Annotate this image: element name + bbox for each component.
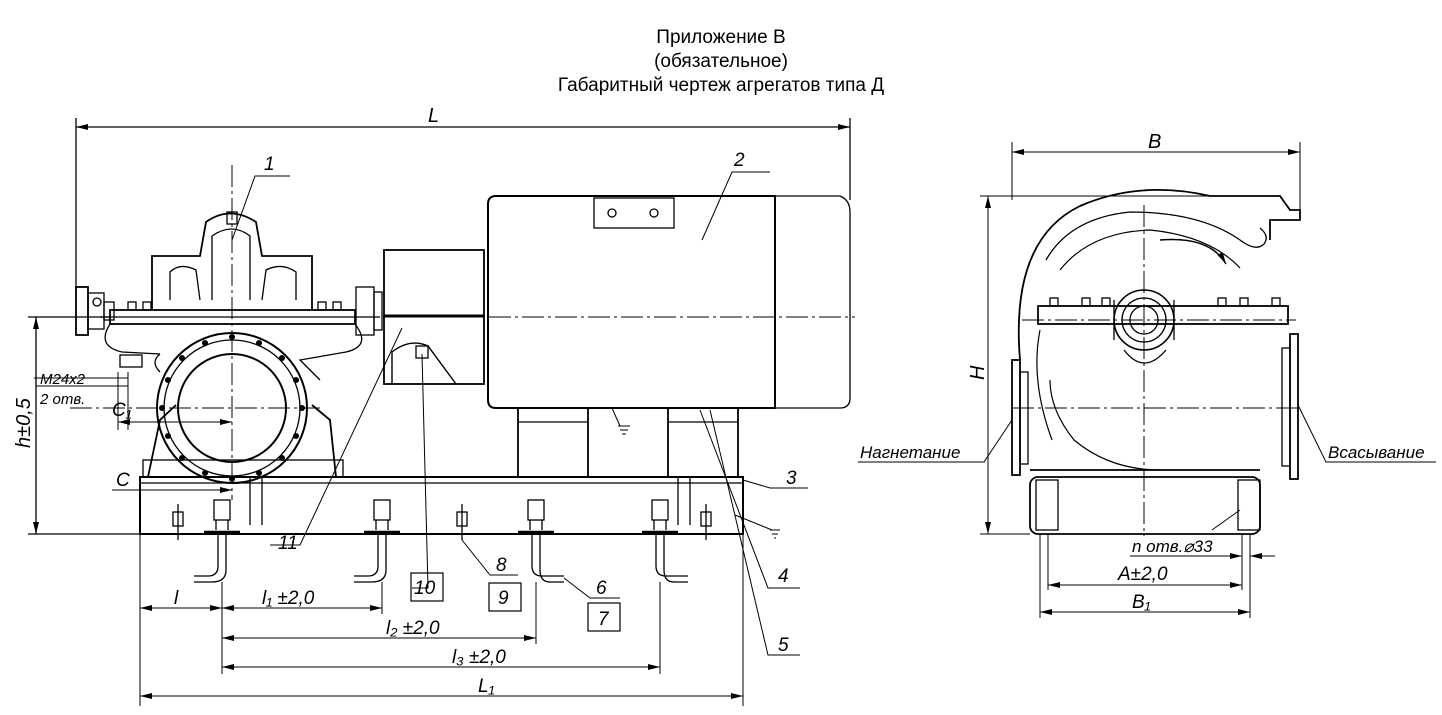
dim-label-C1: C₁ <box>112 400 132 421</box>
side-view <box>858 142 1436 618</box>
position-9: 9 <box>498 588 509 609</box>
position-11: 11 <box>278 533 298 554</box>
dim-h <box>28 316 140 535</box>
dim-label-l1: l₁ ±2,0 <box>262 588 315 609</box>
position-5: 5 <box>778 635 789 656</box>
title-line-2: (обязательное) <box>654 51 788 72</box>
dim-label-C: C <box>116 470 130 491</box>
front-view <box>28 118 855 706</box>
dim-label-l3: l₃ ±2,0 <box>452 647 506 668</box>
dim-L <box>75 118 851 290</box>
position-4: 4 <box>778 566 789 587</box>
leaders <box>34 171 808 656</box>
title-line-1: Приложение В <box>656 27 786 48</box>
motor <box>487 195 851 478</box>
position-3: 3 <box>786 468 797 489</box>
dim-label-l: l <box>174 588 179 609</box>
position-6: 6 <box>596 578 607 599</box>
position-8: 8 <box>496 555 507 576</box>
ground-icon <box>618 425 780 539</box>
dims-bottom <box>139 534 744 706</box>
rotation-arrow-icon <box>1159 238 1227 265</box>
dim-label-h: h±0,5 <box>13 397 35 448</box>
dim-label-B: B <box>1148 131 1161 153</box>
label-discharge: Нагнетание <box>860 443 960 462</box>
anchor-bolts <box>169 499 715 583</box>
holes-label: n отв.⌀33 <box>1132 537 1213 556</box>
dim-label-l2: l₂ ±2,0 <box>386 618 440 639</box>
label-suction: Всасывание <box>1328 443 1425 462</box>
dim-label-H: H <box>967 365 989 380</box>
position-7: 7 <box>598 609 610 630</box>
dim-label-L1: L₁ <box>478 676 495 697</box>
dim-label-A: A±2,0 <box>1117 564 1168 585</box>
position-2: 2 <box>733 150 745 171</box>
dim-label-B1: B₁ <box>1132 592 1151 613</box>
dim-label-L: L <box>428 105 439 127</box>
thread-label: M24x2 <box>40 371 86 388</box>
title-line-3: Габаритный чертеж агрегатов типа Д <box>557 75 885 96</box>
thread-holes-label: 2 отв. <box>39 391 85 408</box>
centerlines <box>60 165 855 500</box>
position-10: 10 <box>414 578 436 599</box>
position-1: 1 <box>264 154 275 175</box>
